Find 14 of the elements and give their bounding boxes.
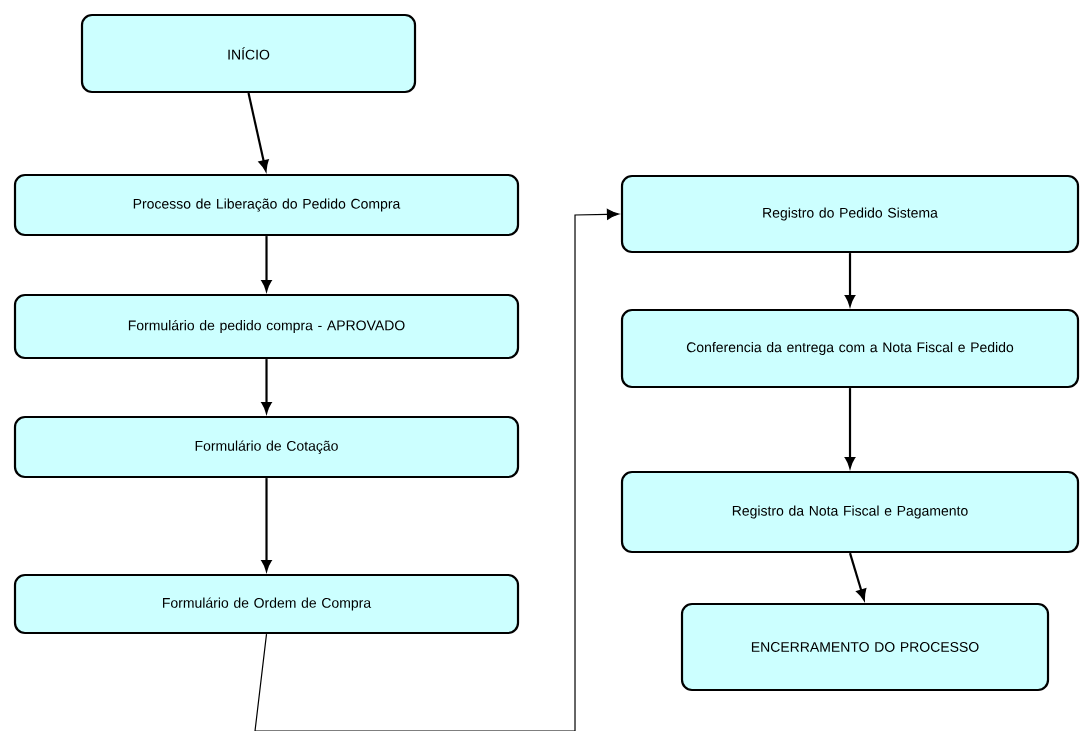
arrow [247, 92, 269, 172]
process-box: Formulário de Cotação [13, 415, 520, 479]
process-box: Formulário de pedido compra - APROVADO [13, 293, 520, 360]
process-box: Registro do Pedido Sistema [620, 174, 1080, 254]
process-box: Conferencia da entrega com a Nota Fiscal e Pedido [620, 308, 1080, 389]
arrow [254, 208, 620, 731]
process-box: INÍCIO [80, 13, 417, 94]
process-box: ENCERRAMENTO DO PROCESSO [680, 602, 1050, 692]
arrow [848, 552, 867, 601]
process-box: Processo de Liberação do Pedido Compra [13, 173, 520, 237]
arrow [844, 253, 856, 306]
arrow [844, 388, 856, 468]
process-box: Formulário de Ordem de Compra [13, 573, 520, 635]
process-box: Registro da Nota Fiscal e Pagamento [620, 470, 1080, 554]
